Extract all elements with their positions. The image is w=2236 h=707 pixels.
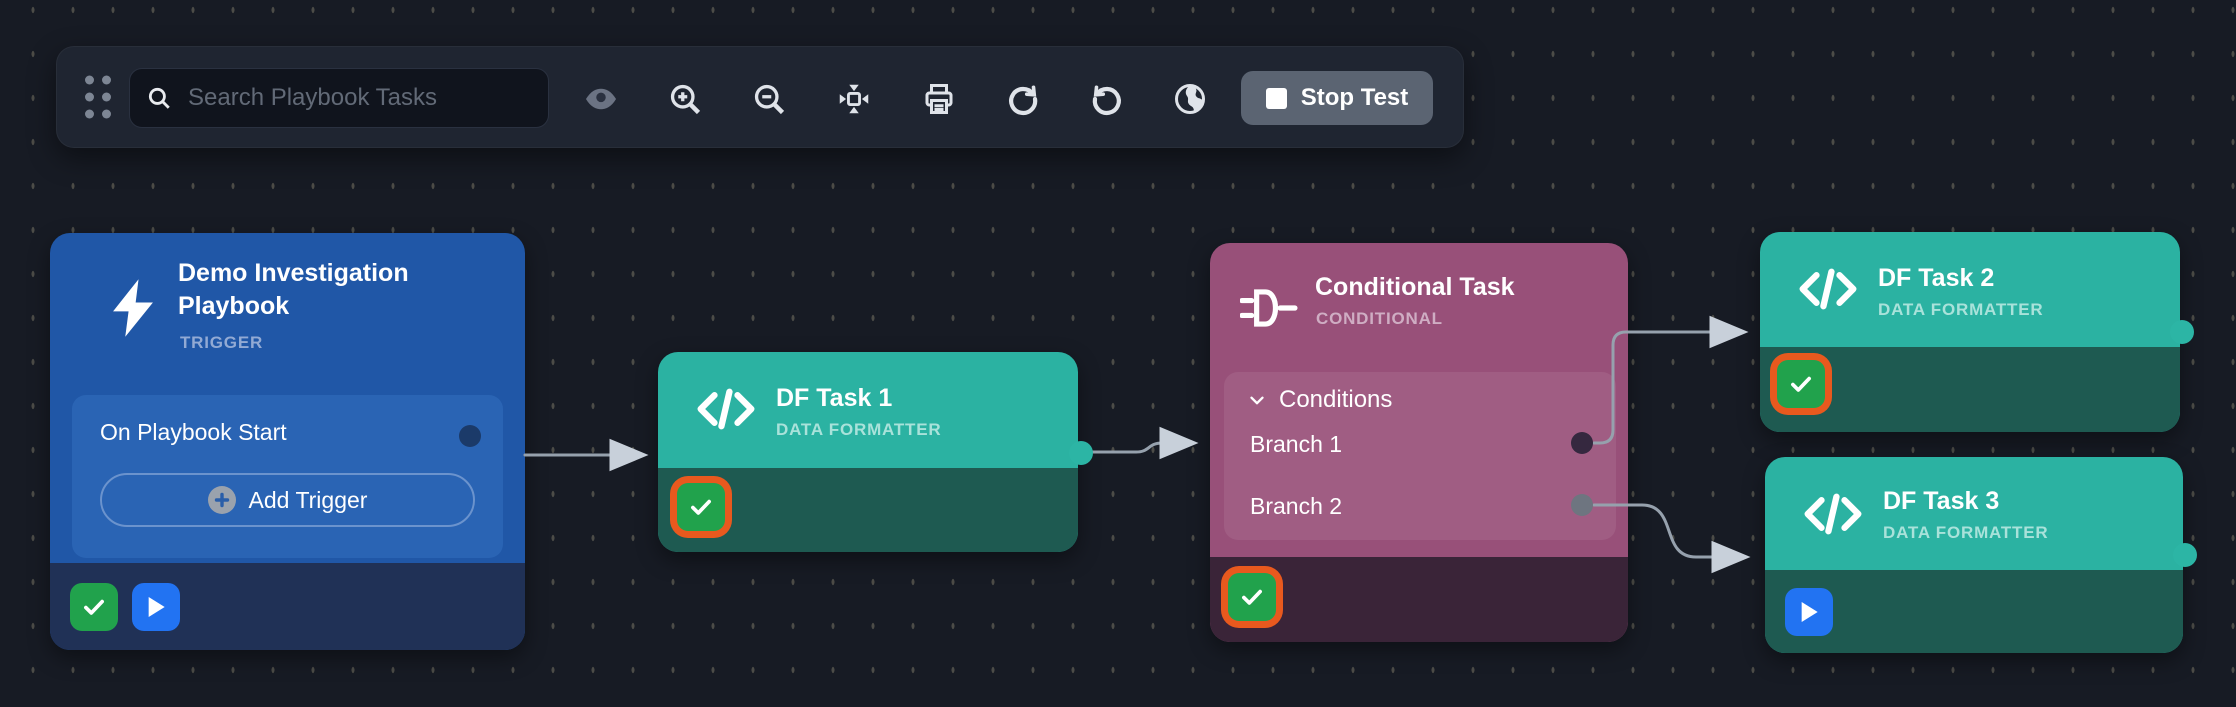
node-footer: [1765, 570, 2183, 653]
visibility-button[interactable]: [578, 76, 624, 122]
branch-1-row[interactable]: Branch 1: [1250, 431, 1343, 457]
output-port-df1[interactable]: [1069, 441, 1093, 465]
branch-2-port[interactable]: [1571, 494, 1593, 516]
fit-view-button[interactable]: [831, 76, 877, 122]
check-icon: [84, 599, 104, 615]
trigger-list-panel: On Playbook Start Add Trigger: [72, 395, 503, 558]
conditions-panel: Conditions Branch 1 Branch 2: [1224, 372, 1616, 540]
code-icon: [697, 388, 755, 430]
check-icon: [1791, 376, 1811, 392]
play-badge[interactable]: [132, 583, 180, 631]
add-trigger-label: Add Trigger: [248, 486, 368, 513]
zoom-in-button[interactable]: [662, 76, 708, 122]
branch-1-port[interactable]: [1571, 432, 1593, 454]
highlight-ring: [1770, 353, 1832, 415]
highlight-ring: [670, 476, 732, 538]
node-title: DF Task 2: [1878, 264, 1995, 292]
eye-icon: [585, 88, 617, 110]
lightning-icon: [113, 279, 153, 337]
print-button[interactable]: [916, 76, 962, 122]
globe-icon: [1175, 84, 1205, 114]
print-icon: [925, 84, 953, 114]
logic-gate-icon: [1240, 289, 1298, 327]
node-conditional-task[interactable]: Conditional Task CONDITIONAL Conditions …: [1210, 243, 1628, 642]
node-df-task-2[interactable]: DF Task 2 DATA FORMATTER: [1760, 232, 2180, 432]
edge-df1-to-conditional: [1091, 426, 1199, 460]
search-icon: [148, 87, 170, 109]
stop-test-button[interactable]: Stop Test: [1241, 71, 1433, 125]
fit-view-icon: [839, 84, 869, 114]
zoom-in-icon: [670, 84, 701, 115]
trigger-row-label: On Playbook Start: [100, 419, 287, 445]
chevron-down-icon: [1250, 396, 1264, 405]
node-df-task-1[interactable]: DF Task 1 DATA FORMATTER: [658, 352, 1078, 552]
conditions-collapse-toggle[interactable]: Conditions: [1246, 386, 1392, 414]
redo-icon: [1009, 85, 1038, 115]
node-title: Conditional Task: [1315, 273, 1515, 301]
output-port-df3[interactable]: [2173, 543, 2197, 567]
code-icon: [1804, 493, 1862, 535]
node-trigger[interactable]: Demo Investigation Playbook TRIGGER On P…: [50, 233, 525, 650]
node-type-label: DATA FORMATTER: [776, 420, 942, 439]
node-title: Demo Investigation Playbook: [178, 259, 409, 320]
trigger-row-port[interactable]: [459, 425, 481, 447]
stop-test-label: Stop Test: [1300, 84, 1409, 111]
node-title: DF Task 1: [776, 384, 893, 412]
success-check-badge[interactable]: [1777, 360, 1825, 408]
search-input[interactable]: [186, 83, 532, 113]
canvas-toolbar: Stop Test: [56, 46, 1464, 148]
node-footer: [50, 563, 525, 650]
node-type-label: TRIGGER: [180, 333, 264, 352]
check-icon: [1242, 589, 1262, 605]
zoom-out-button[interactable]: [746, 76, 792, 122]
conditions-label: Conditions: [1279, 386, 1393, 413]
drag-handle-icon[interactable]: [85, 75, 111, 119]
success-check-badge[interactable]: [1228, 573, 1276, 621]
code-icon: [1799, 268, 1857, 310]
web-button[interactable]: [1167, 76, 1213, 122]
play-badge[interactable]: [1785, 588, 1833, 636]
search-box[interactable]: [129, 68, 549, 128]
stop-square-icon: [1265, 87, 1287, 109]
node-type-label: DATA FORMATTER: [1878, 300, 2044, 319]
node-type-label: DATA FORMATTER: [1883, 523, 2049, 542]
play-icon: [1801, 602, 1818, 622]
check-icon: [691, 499, 711, 515]
redo-button[interactable]: [1000, 76, 1046, 122]
output-port-df2[interactable]: [2170, 320, 2194, 344]
node-type-label: CONDITIONAL: [1316, 309, 1443, 328]
node-footer: [658, 468, 1078, 552]
node-df-task-3[interactable]: DF Task 3 DATA FORMATTER: [1765, 457, 2183, 653]
play-icon: [148, 597, 165, 617]
success-check-badge[interactable]: [677, 483, 725, 531]
branch-2-row[interactable]: Branch 2: [1250, 493, 1343, 519]
node-title: DF Task 3: [1883, 487, 2000, 515]
node-footer: [1760, 347, 2180, 432]
undo-button[interactable]: [1084, 76, 1130, 122]
add-trigger-button[interactable]: Add Trigger: [100, 473, 475, 527]
node-footer: [1210, 557, 1628, 642]
undo-icon: [1092, 85, 1121, 115]
highlight-ring: [1221, 566, 1283, 628]
zoom-out-icon: [754, 84, 785, 115]
plus-circle-icon: [207, 486, 236, 514]
success-check-badge[interactable]: [70, 583, 118, 631]
